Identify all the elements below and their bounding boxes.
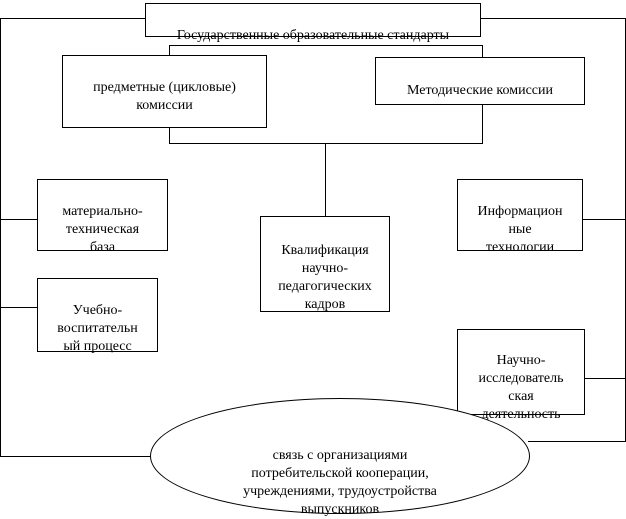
educational-process-label: Учебно- воспитательн ый процесс bbox=[57, 303, 138, 354]
subject-commissions-box: предметные (цикловые) комиссии bbox=[62, 55, 267, 128]
cooperation-ellipse: связь с организациями потребительской ко… bbox=[150, 398, 530, 517]
info-tech-label: Информацион ные технологии bbox=[477, 204, 563, 255]
standards-box: Государственные образовательные стандарт… bbox=[145, 3, 481, 43]
standards-label: Государственные образовательные стандарт… bbox=[176, 28, 450, 43]
research-box: Научно- исследователь ская деятельность bbox=[457, 329, 585, 422]
qualification-box: Квалификация научно- педагогических кадр… bbox=[260, 216, 390, 312]
material-base-label: материально- техническая база bbox=[62, 204, 143, 255]
cooperation-label: связь с организациями потребительской ко… bbox=[243, 448, 437, 517]
educational-process-box: Учебно- воспитательн ый процесс bbox=[37, 278, 158, 354]
material-base-box: материально- техническая база bbox=[37, 179, 168, 255]
research-label: Научно- исследователь ская деятельность bbox=[478, 353, 564, 422]
subject-commissions-label: предметные (цикловые) комиссии bbox=[93, 80, 236, 113]
info-tech-box: Информацион ные технологии bbox=[457, 179, 583, 255]
methodical-commissions-box: Методические комиссии bbox=[375, 57, 585, 105]
methodical-commissions-label: Методические комиссии bbox=[406, 83, 554, 98]
qualification-label: Квалификация научно- педагогических кадр… bbox=[278, 243, 372, 312]
